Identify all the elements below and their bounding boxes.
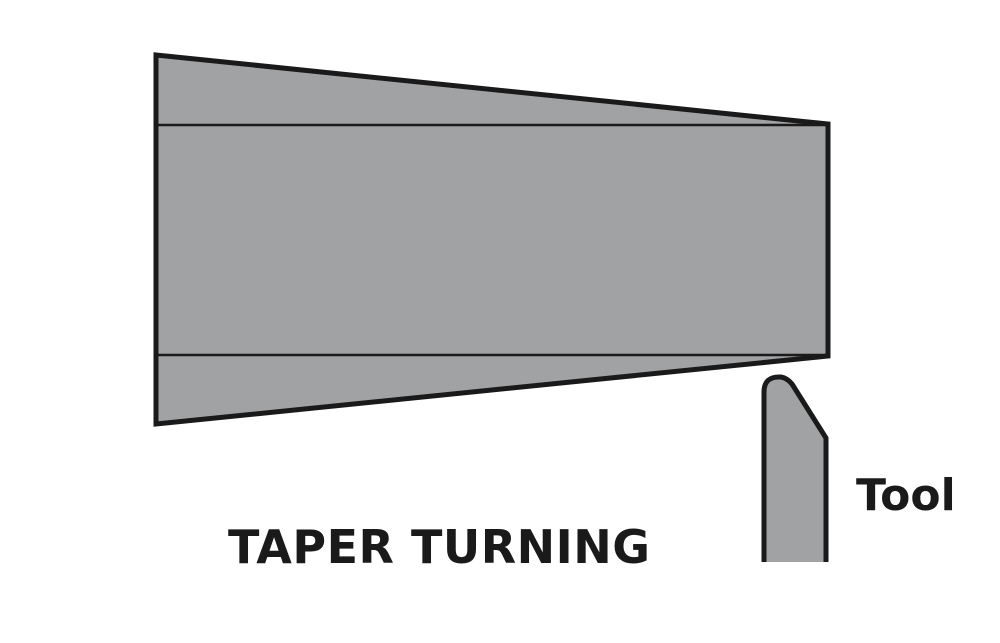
- diagram-title: TAPER TURNING: [228, 520, 651, 574]
- workpiece-taper: [153, 52, 831, 427]
- cutting-tool: [761, 374, 829, 562]
- tool-label: Tool: [856, 470, 956, 521]
